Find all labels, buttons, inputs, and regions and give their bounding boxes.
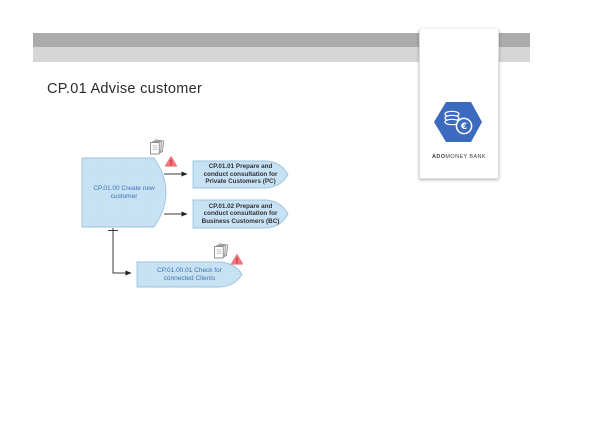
node-cp-01-02[interactable]: CP.01.02 Prepare and conduct consultatio… — [193, 200, 288, 228]
brand-name-bold: ADO — [431, 154, 446, 160]
connector-to-check — [112, 228, 132, 276]
node-label: CP.01.02 Prepare and conduct consultatio… — [201, 202, 280, 225]
process-shape-cp-01-02 — [192, 199, 289, 229]
warning-icon[interactable] — [165, 156, 177, 167]
brand-name-rest: MONEY BANK — [445, 154, 486, 160]
document-icon[interactable] — [214, 243, 229, 259]
bank-logo: € — [433, 101, 483, 147]
logo-ribbon: € ADOMONEY BANK — [419, 29, 499, 179]
node-cp-01-00[interactable]: CP.01.00 Create new customer — [82, 158, 166, 227]
connectors — [108, 171, 188, 276]
warning-icon[interactable] — [231, 254, 243, 265]
coins-icon: € — [444, 110, 473, 135]
node-label: CP.01.00 Create new customer — [93, 184, 155, 200]
page-title: CP.01 Advise customer — [47, 81, 203, 97]
document-icon[interactable] — [150, 139, 165, 155]
node-cp-01-00-01[interactable]: CP.01.00.01 Check for connected Clients — [137, 262, 242, 287]
euro-symbol: € — [460, 122, 467, 132]
process-shape-cp-01-00-01 — [136, 261, 243, 288]
node-cp-01-01[interactable]: CP.01.01 Prepare and conduct consultatio… — [193, 161, 288, 188]
brand-name: ADOMONEY BANK — [420, 154, 498, 160]
process-shape-cp-01-00 — [81, 157, 167, 228]
header-bar-light — [33, 47, 530, 62]
process-shape-cp-01-01 — [192, 160, 289, 189]
node-label: CP.01.01 Prepare and conduct consultatio… — [203, 163, 278, 186]
header-bar-dark — [33, 33, 530, 47]
node-label: CP.01.00.01 Check for connected Clients — [157, 266, 222, 282]
